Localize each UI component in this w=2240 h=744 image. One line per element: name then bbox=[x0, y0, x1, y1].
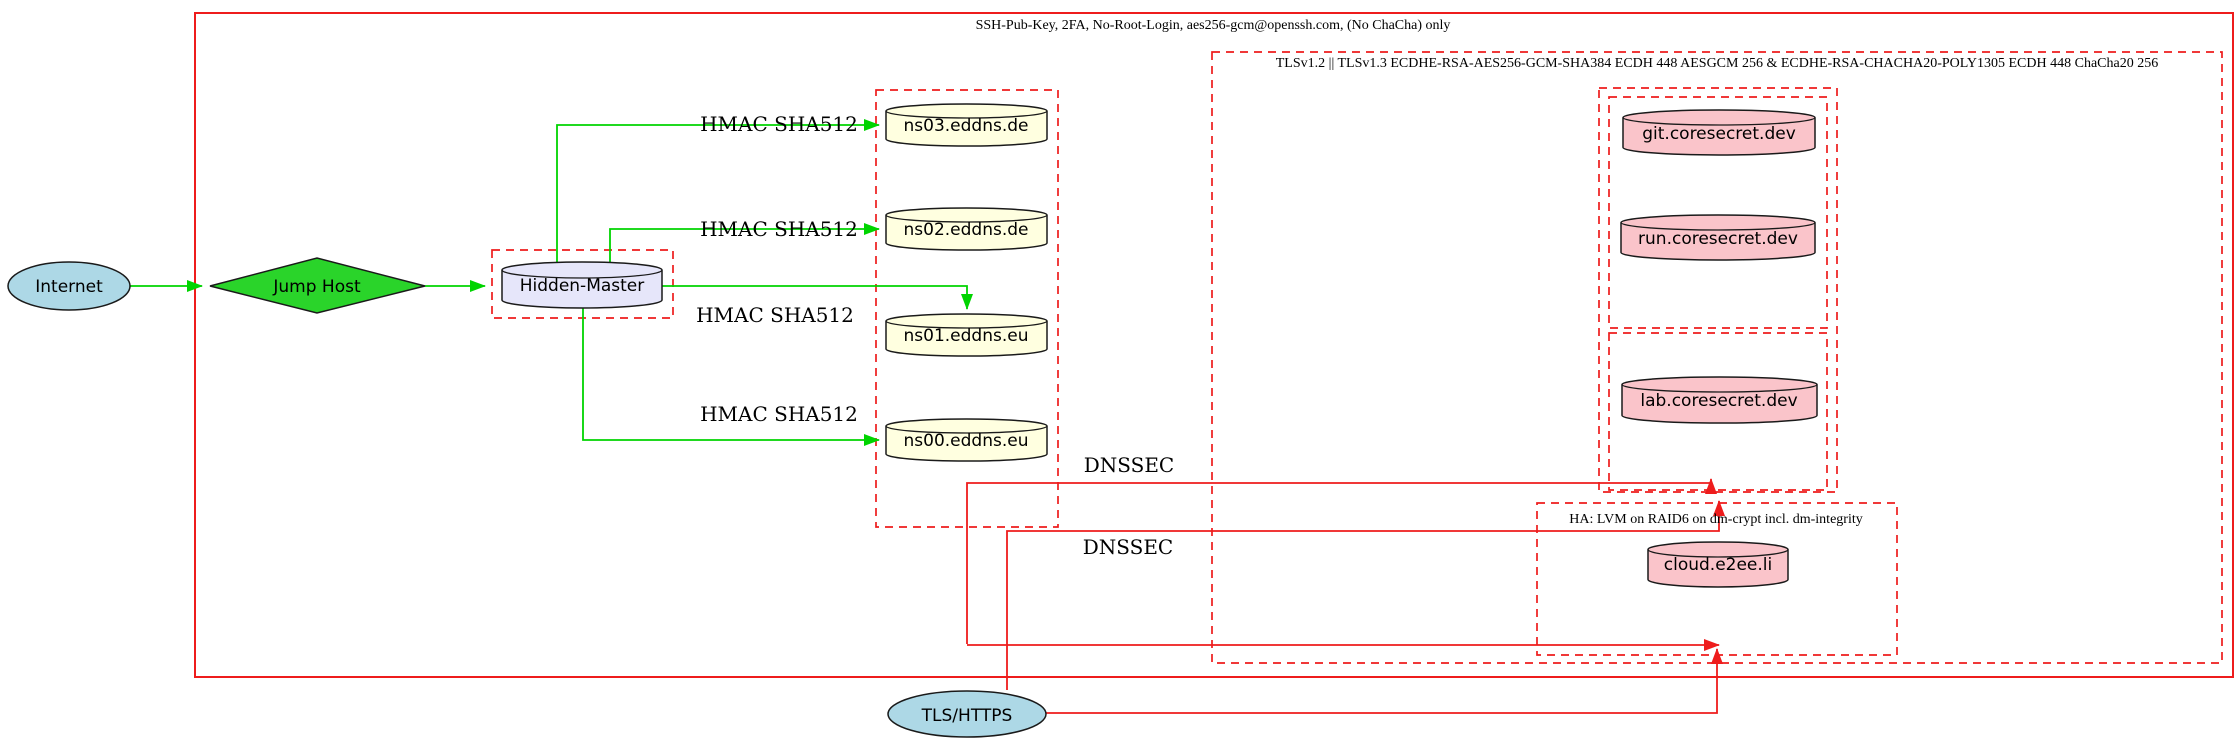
git-label: git.coresecret.dev bbox=[1642, 124, 1796, 144]
hmac-label-3: HMAC SHA512 bbox=[696, 303, 854, 327]
ns01-label: ns01.eddns.eu bbox=[904, 326, 1029, 346]
internet-label: Internet bbox=[35, 277, 103, 297]
hidden-master-label: Hidden-Master bbox=[520, 276, 645, 296]
ns01-cylinder-lid bbox=[885, 320, 1048, 329]
ha-cluster-label: HA: LVM on RAID6 on dm-crypt incl. dm-in… bbox=[1569, 512, 1862, 527]
dnssec-label-1: DNSSEC bbox=[1084, 453, 1175, 477]
lab-label: lab.coresecret.dev bbox=[1640, 391, 1797, 411]
ns02-label: ns02.eddns.de bbox=[904, 220, 1029, 240]
edge-hm-ns02 bbox=[609, 223, 880, 262]
hidden-master-node bbox=[501, 261, 663, 309]
coresecret-cluster-box bbox=[1598, 87, 1838, 493]
run-label: run.coresecret.dev bbox=[1638, 229, 1798, 249]
ssh-cluster-box bbox=[194, 12, 2234, 678]
ns00-cylinder-lid bbox=[885, 425, 1048, 434]
ns03-label: ns03.eddns.de bbox=[904, 116, 1029, 136]
internet-node bbox=[7, 261, 131, 311]
edge-hm-ns00 bbox=[582, 307, 880, 446]
hmac-label-1: HMAC SHA512 bbox=[700, 112, 858, 136]
jump-host-label: Jump Host bbox=[272, 277, 361, 297]
lab-cluster-box bbox=[1608, 332, 1828, 491]
edge-dnssec-to-lab bbox=[966, 478, 1717, 644]
run-node bbox=[1620, 214, 1816, 261]
lab-cylinder-lid bbox=[1621, 384, 1818, 393]
dnssec-label-2: DNSSEC bbox=[1083, 535, 1174, 559]
eddns-cluster-box bbox=[875, 89, 1059, 528]
cloud-label: cloud.e2ee.li bbox=[1664, 555, 1772, 575]
hidden-master-cylinder-lid bbox=[501, 269, 663, 279]
ns00-node bbox=[885, 418, 1048, 462]
git-cylinder-lid bbox=[1622, 117, 1816, 126]
tls-https-label: TLS/HTTPS bbox=[921, 706, 1013, 726]
ssh-cluster-label: SSH-Pub-Key, 2FA, No-Root-Login, aes256-… bbox=[976, 18, 1451, 33]
tls-cluster-box bbox=[1211, 51, 2223, 664]
ns00-label: ns00.eddns.eu bbox=[904, 431, 1029, 451]
ns03-node bbox=[885, 103, 1048, 147]
run-cylinder-lid bbox=[1620, 222, 1816, 231]
hmac-label-2: HMAC SHA512 bbox=[700, 217, 858, 241]
edge-hm-ns03 bbox=[556, 119, 880, 262]
git-node bbox=[1622, 109, 1816, 156]
edge-hm-ns01 bbox=[662, 285, 973, 310]
ns01-node bbox=[885, 313, 1048, 357]
ns02-node bbox=[885, 207, 1048, 251]
lab-node bbox=[1621, 376, 1818, 424]
jump-host-node bbox=[209, 257, 426, 314]
edge-tls-to-ha-top bbox=[1006, 500, 1725, 690]
cloud-cylinder-lid bbox=[1647, 549, 1789, 558]
ns03-cylinder-lid bbox=[885, 110, 1048, 119]
cloud-node bbox=[1647, 541, 1789, 588]
tls-https-node bbox=[887, 690, 1047, 738]
edge-tls-to-cloud bbox=[1046, 648, 1723, 714]
hmac-label-4: HMAC SHA512 bbox=[700, 402, 858, 426]
tls-cluster-label: TLSv1.2 || TLSv1.3 ECDHE-RSA-AES256-GCM-… bbox=[1276, 56, 2158, 71]
ns02-cylinder-lid bbox=[885, 214, 1048, 223]
